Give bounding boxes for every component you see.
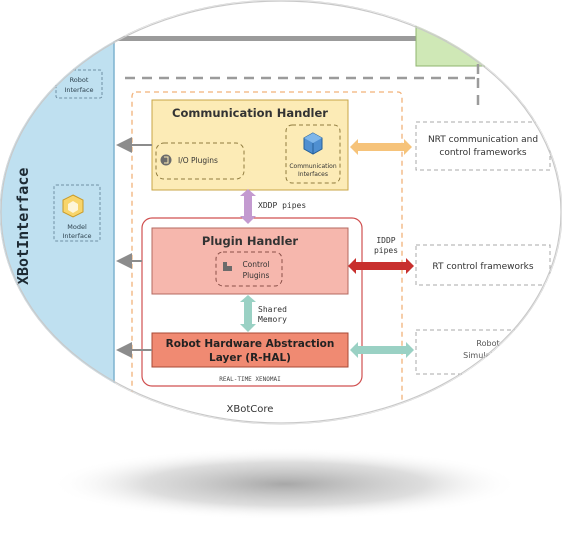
rt-arrow <box>348 258 414 274</box>
ellipse-border <box>0 0 562 424</box>
model-interface-label-2: Interface <box>62 232 91 240</box>
comm-interfaces-box <box>285 124 341 184</box>
realtime-xenomai-label: REAL-TIME XENOMAI <box>219 376 281 383</box>
robot-interface-label-2: Interface <box>64 86 93 94</box>
iddp-pipes-label-1: IDDP <box>376 236 395 245</box>
rt-frameworks-label: RT control frameworks <box>432 262 533 272</box>
simulation-label-1: Robot <box>476 339 499 348</box>
rhal-box <box>151 332 349 368</box>
shared-memory-label-2: Memory <box>258 315 287 324</box>
nrt-frameworks-label-2: control frameworks <box>439 148 527 158</box>
control-plugin-icon <box>223 262 232 271</box>
model-interface-box <box>53 184 101 242</box>
top-bus-line <box>114 36 474 41</box>
xddp-pipes-label: XDDP pipes <box>258 201 306 210</box>
io-plugins-label: I/O Plugins <box>178 156 218 165</box>
iddp-pipes-label-2: pipes <box>374 246 398 255</box>
xbotinterface-title: XBotInterface <box>14 168 32 285</box>
nrt-arrow <box>350 139 412 155</box>
comm-interfaces-label-1: Communication <box>289 163 336 170</box>
rhal-title-1: Robot Hardware Abstraction <box>166 338 335 350</box>
communication-handler-title: Communication Handler <box>172 106 328 120</box>
robot-interface-box <box>55 69 103 99</box>
rhal-title-2: Layer (R-HAL) <box>209 352 291 364</box>
shared-memory-arrow <box>240 295 256 332</box>
plugin-handler-title: Plugin Handler <box>202 234 298 248</box>
plugin-handler-box <box>151 227 349 295</box>
control-plugins-box <box>215 251 283 287</box>
shared-memory-label-1: Shared <box>258 305 287 314</box>
rt-frameworks-box <box>415 244 551 286</box>
model-interface-label-1: Model <box>67 223 87 231</box>
drop-shadow <box>50 448 520 520</box>
xbotcore-label: XBotCore <box>227 404 274 415</box>
comm-interfaces-label-2: Interfaces <box>298 171 328 178</box>
xbotcore-boundary <box>131 91 403 424</box>
control-plugins-label-1: Control <box>242 260 269 269</box>
sim-arrow <box>350 342 414 358</box>
nrt-frameworks-box <box>415 121 551 171</box>
robot-interface-label-1: Robot <box>70 76 89 84</box>
comm-cube-icon <box>303 132 323 155</box>
model-cube-icon <box>62 194 84 218</box>
nrt-frameworks-label-1: NRT communication and <box>428 135 538 145</box>
control-plugins-label-2: Plugins <box>243 271 270 280</box>
dashed-feedback-line <box>118 64 480 80</box>
io-plugins-box <box>155 142 245 180</box>
xddp-arrow <box>240 189 256 224</box>
plugin-icon <box>160 154 172 166</box>
